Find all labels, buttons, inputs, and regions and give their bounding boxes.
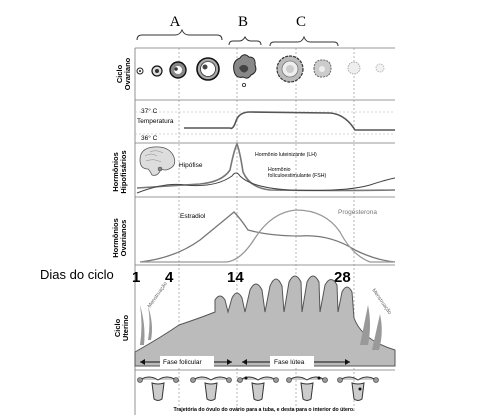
follicle-graafian: [196, 57, 220, 81]
endometrium-base: [134, 275, 396, 367]
brace-c: [269, 35, 339, 47]
brain-icon: [139, 146, 176, 176]
day-tick-4: 4: [165, 269, 174, 286]
menstruation-left-label: Menstruação: [147, 281, 169, 309]
phase-follicular: Fase folicular: [163, 359, 202, 366]
uterus-icon-3: [237, 376, 279, 401]
corpus-albicans: [347, 61, 385, 75]
pituitary-row: Hipófise Hormônio luteinizante (LH) Horm…: [136, 141, 396, 194]
days-label: Dias do ciclo: [40, 267, 114, 282]
estradiol-curve: [139, 211, 396, 263]
row-label-pituitary-1: Hormônios: [111, 152, 120, 192]
menstruation-right-label: Menstruação: [370, 288, 392, 316]
day-tick-1: 1: [132, 269, 140, 286]
temperature-curve: [184, 111, 395, 131]
day-tick-14: 14: [227, 269, 244, 286]
phase-letter-c: C: [296, 14, 306, 30]
phase-letter-a: A: [170, 14, 181, 30]
row-labels: Ciclo Ovariano Hormônios Hipofisários Ho…: [111, 57, 132, 341]
uterus-icon-5: [337, 376, 379, 401]
menstrual-flow-right: [360, 305, 382, 350]
estradiol-label: Estradiol: [180, 213, 206, 220]
phase-luteal: Fase lútea: [274, 359, 305, 366]
row-label-uterine-1: Ciclo: [113, 318, 122, 337]
temp-mark-37: 37° C: [141, 107, 158, 115]
uterine-endometrium: Menstruação Menstruação: [134, 275, 396, 367]
follicle-primordial: [136, 67, 144, 75]
row-label-pituitary-2: Hipofisários: [119, 150, 128, 193]
progesterone-curve: [140, 209, 395, 263]
lh-curve: [136, 141, 396, 192]
follicle-primary: [151, 65, 163, 77]
temperature-row: 37° C 36° C Temperatura: [135, 107, 395, 142]
fsh-label-1: Hormônio: [268, 167, 291, 173]
menstrual-flow-left: [140, 305, 152, 345]
day-tick-28: 28: [334, 269, 351, 286]
uterus-icon-2: [190, 376, 232, 401]
caption: Trajetória do óvulo do ovário para a tub…: [173, 407, 355, 413]
brace-a: [136, 28, 223, 41]
ovulation-follicle: [233, 54, 257, 88]
row-label-ovarian-2: Ovariano: [123, 57, 132, 90]
phase-braces: [136, 28, 339, 47]
corpus-luteum-large: [276, 55, 304, 83]
row-label-uterine-2: Uterino: [121, 314, 130, 341]
corpus-luteum-regressing: [313, 59, 332, 78]
temperature-label: Temperatura: [137, 118, 174, 125]
ovarian-hormones-row: Estradiol Progesterona: [139, 209, 396, 263]
row-label-ovarian-1: Ciclo: [115, 64, 124, 83]
uterus-icon-1: [137, 376, 179, 401]
fsh-curve: [136, 172, 396, 194]
hipofise-label: Hipófise: [179, 162, 203, 169]
row-label-ovarian-hormones-2: Ovarianos: [119, 220, 128, 257]
temp-mark-36: 36° C: [141, 134, 158, 142]
progesterone-label: Progesterona: [338, 209, 377, 216]
row-label-ovarian-hormones-1: Hormônios: [111, 218, 120, 258]
days-axis: Dias do ciclo 1 4 14 28: [40, 267, 351, 286]
follicle-secondary: [169, 61, 187, 79]
phase-letter-b: B: [238, 14, 248, 30]
phase-arrows: Fase folicular Fase lútea: [140, 356, 350, 367]
uterus-icons: [137, 376, 379, 401]
ovarian-follicles: [136, 54, 385, 88]
uterus-icon-4: [286, 376, 328, 401]
fsh-label-2: folículoestimulante (FSH): [268, 173, 327, 179]
lh-label: Hormônio luteinizante (LH): [255, 152, 317, 158]
brace-b: [228, 35, 262, 46]
